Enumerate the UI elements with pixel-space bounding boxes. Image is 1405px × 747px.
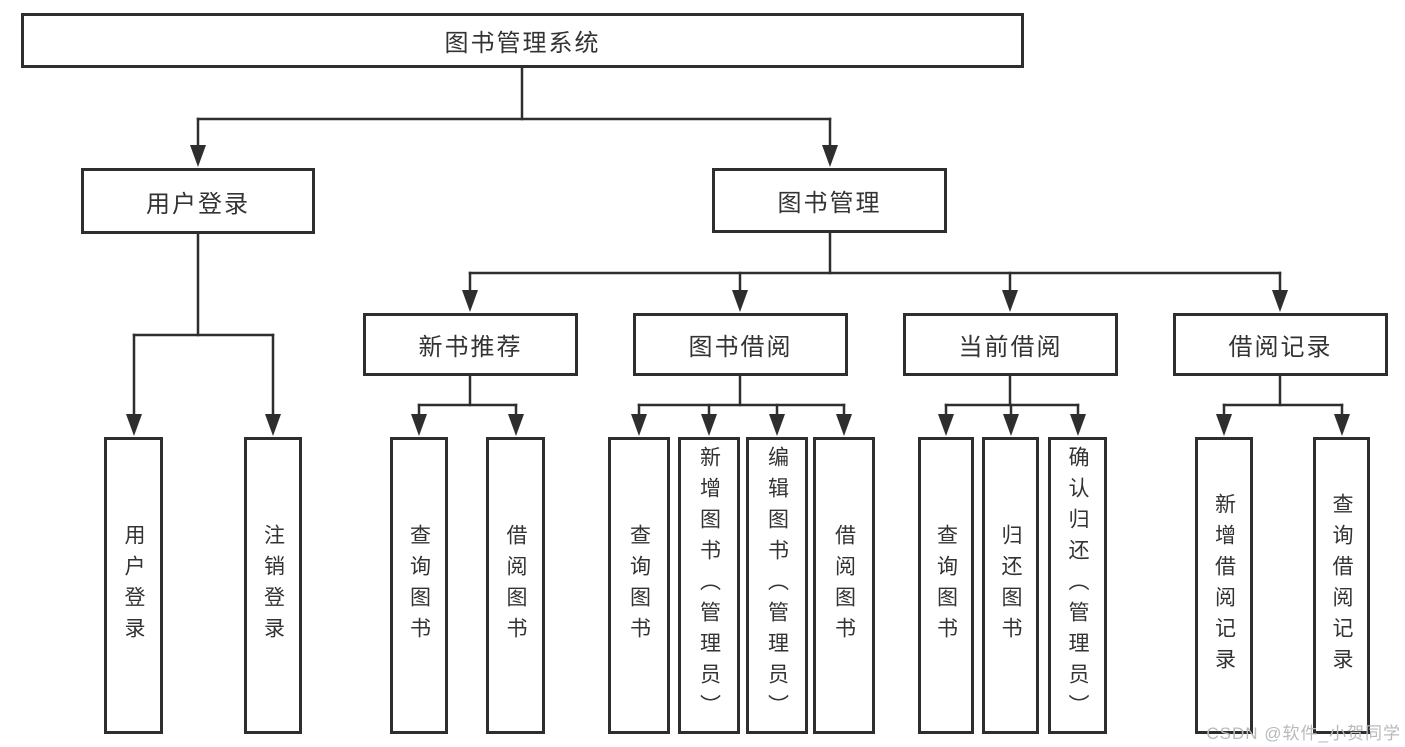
node-leaf-logout-label: 注销登录	[261, 523, 285, 648]
node-leaf-user-login: 用户登录	[104, 437, 163, 734]
node-current-borrowing: 当前借阅	[903, 313, 1118, 376]
node-leaf-query-books-recommend-label: 查询图书	[407, 523, 431, 648]
node-leaf-return-books: 归还图书	[982, 437, 1039, 734]
node-leaf-edit-books-admin-label: 编辑图书（管理员）	[765, 446, 789, 725]
node-leaf-edit-books-admin: 编辑图书（管理员）	[746, 437, 808, 734]
node-leaf-query-borrow-record: 查询借阅记录	[1313, 437, 1370, 734]
node-current-borrowing-label: 当前借阅	[958, 334, 1063, 361]
node-leaf-borrow-books: 借阅图书	[813, 437, 875, 734]
node-borrowing-records-label: 借阅记录	[1228, 334, 1333, 361]
node-new-book-recommendation-label: 新书推荐	[418, 334, 523, 361]
node-leaf-query-books-borrowing: 查询图书	[608, 437, 670, 734]
node-book-management-label: 图书管理	[777, 190, 882, 217]
node-leaf-query-borrow-record-label: 查询借阅记录	[1330, 492, 1354, 679]
node-borrowing-records: 借阅记录	[1173, 313, 1388, 376]
node-leaf-query-books-recommend: 查询图书	[390, 437, 448, 734]
node-leaf-logout: 注销登录	[244, 437, 302, 734]
node-library-system-label: 图书管理系统	[444, 30, 601, 57]
node-leaf-query-books-borrowing-label: 查询图书	[627, 523, 651, 648]
node-user-login: 用户登录	[81, 168, 315, 234]
node-leaf-confirm-return-admin: 确认归还（管理员）	[1048, 437, 1107, 734]
node-leaf-borrow-books-recommend: 借阅图书	[486, 437, 545, 734]
node-new-book-recommendation: 新书推荐	[363, 313, 578, 376]
node-library-system: 图书管理系统	[21, 13, 1024, 68]
node-leaf-user-login-label: 用户登录	[122, 523, 146, 648]
node-book-borrowing: 图书借阅	[633, 313, 848, 376]
node-leaf-add-borrow-record-label: 新增借阅记录	[1212, 492, 1236, 679]
node-leaf-add-books-admin-label: 新增图书（管理员）	[697, 446, 721, 725]
node-leaf-add-books-admin: 新增图书（管理员）	[678, 437, 740, 734]
node-leaf-query-books-current: 查询图书	[918, 437, 974, 734]
node-leaf-confirm-return-admin-label: 确认归还（管理员）	[1066, 446, 1090, 725]
csdn-watermark: CSDN @软件_小贺同学	[1206, 724, 1401, 743]
node-user-login-label: 用户登录	[146, 190, 250, 218]
node-book-borrowing-label: 图书借阅	[688, 334, 793, 361]
node-book-management: 图书管理	[712, 168, 947, 233]
node-leaf-borrow-books-recommend-label: 借阅图书	[504, 523, 528, 648]
node-leaf-return-books-label: 归还图书	[999, 523, 1023, 648]
node-leaf-add-borrow-record: 新增借阅记录	[1195, 437, 1253, 734]
node-leaf-query-books-current-label: 查询图书	[934, 523, 958, 648]
node-leaf-borrow-books-label: 借阅图书	[832, 523, 856, 648]
